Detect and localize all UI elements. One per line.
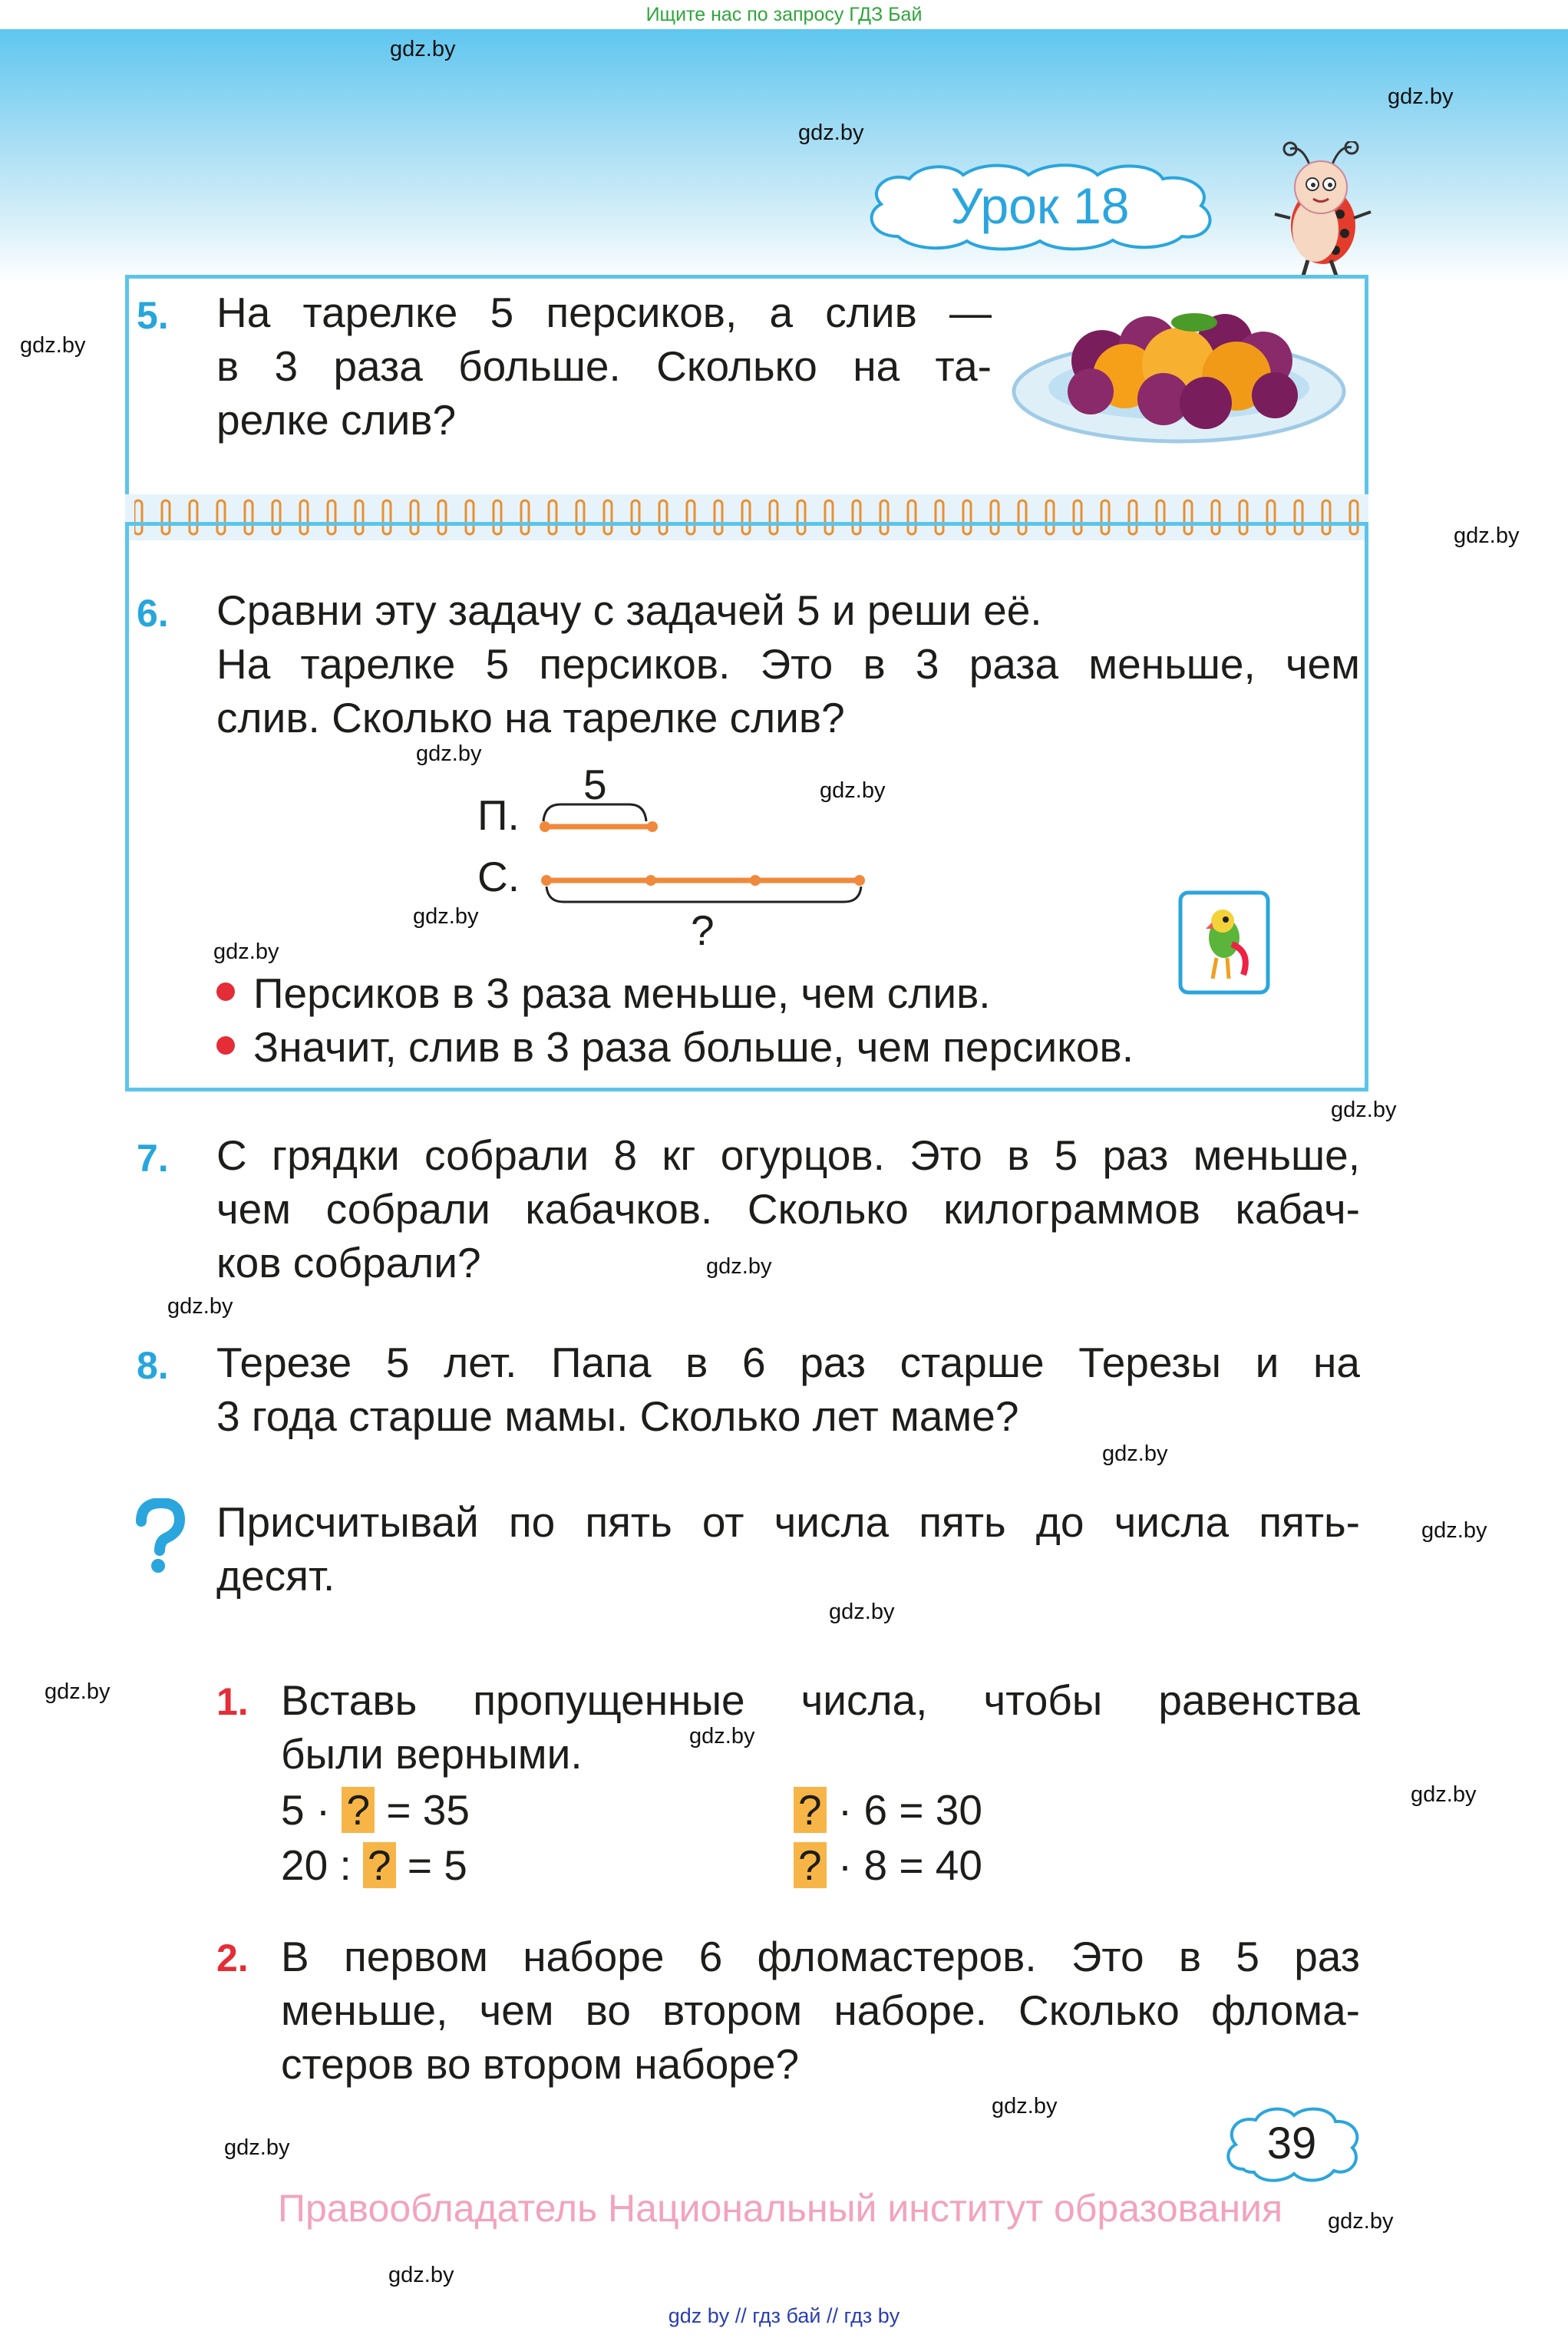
task-5-number: 5. [137,294,169,337]
watermark: gdz.by [1454,523,1520,548]
task-8-line: 3 года старше мамы. Сколько лет маме? [216,1392,1019,1440]
task-8-number: 8. [137,1344,169,1387]
task-5-line: релке слив? [216,396,457,444]
segment-diagram [540,803,865,903]
task-6-box [125,522,1368,1091]
riddle-text: Присчитывай по пять от числа пять до чис… [216,1495,1360,1603]
task-7-line: чем собрали кабачков. Сколько килограммо… [216,1185,1360,1233]
equation-4: ? · 8 = 40 [794,1841,982,1890]
page-number-cloud: 39 [1220,2102,1363,2186]
review-1-line: Вставь пропущенные числа, чтобы равенств… [281,1676,1360,1724]
missing-number-box[interactable]: ? [342,1787,375,1833]
task-7-line: ков собрали? [216,1239,481,1286]
diagram-top-value: 5 [583,761,607,808]
watermark: gdz.by [992,2094,1058,2118]
review-1-text: Вставь пропущенные числа, чтобы равенств… [281,1673,1360,1781]
missing-number-box[interactable]: ? [794,1787,827,1833]
fruit-plate-image [1012,313,1346,444]
watermark: gdz.by [706,1254,772,1279]
watermark: gdz.by [1388,84,1454,109]
watermark: gdz.by [416,741,482,766]
cloud-icon [1226,2107,1359,2182]
ladybug-mascot-icon [1274,141,1372,276]
top-banner[interactable]: Ищите нас по запросу ГДЗ Бай [645,4,923,25]
task-8-text: Терезе 5 лет. Папа в 6 раз старше Терезы… [216,1336,1360,1443]
review-2-line: меньше, чем во втором наборе. Сколько фл… [281,1986,1360,2034]
task-6-text: Сравни эту задачу с задачей 5 и реши её.… [216,583,1360,745]
watermark: gdz.by [1331,1098,1397,1122]
watermark: gdz.by [213,939,279,964]
diagram-label-plums: С. [477,853,520,900]
review-2-line: В первом наборе 6 фломастеров. Это в 5 р… [281,1933,1360,1980]
review-2-number: 2. [216,1937,249,1980]
bottom-links[interactable]: gdz by // гдз бай // гдз by [668,2304,900,2327]
copyright: Правообладатель Национальный институт об… [278,2187,1283,2230]
review-2-text: В первом наборе 6 фломастеров. Это в 5 р… [281,1930,1360,2091]
task-7-text: С грядки собрали 8 кг огурцов. Это в 5 р… [216,1128,1360,1290]
diagram-bottom-value: ? [691,906,715,954]
bullet-dot-icon [216,982,235,1002]
task-7-line: С грядки собрали 8 кг огурцов. Это в 5 р… [216,1131,1360,1179]
watermark: gdz.by [820,778,886,803]
watermark: gdz.by [689,1724,755,1749]
watermark: gdz.by [1102,1441,1168,1466]
task-6-bullet: Персиков в 3 раза меньше, чем слив. [216,969,991,1018]
watermark: gdz.by [829,1600,895,1624]
missing-number-box[interactable]: ? [363,1842,396,1888]
task-5-text: На тарелке 5 персиков, а слив — в 3 раза… [216,286,992,447]
lesson-title-cloud: Урок 18 [860,160,1220,252]
review-section-border [137,1644,823,2115]
watermark: gdz.by [413,904,479,929]
watermark: gdz.by [390,37,456,61]
diagram-label-peaches: П. [477,791,520,839]
task-5-line: На тарелке 5 персиков, а слив — [216,289,992,336]
watermark: gdz.by [20,333,86,358]
watermark: gdz.by [224,2135,290,2160]
equation-3: ? · 6 = 30 [794,1785,982,1834]
watermark: gdz.by [1421,1518,1487,1543]
watermark: gdz.by [167,1294,233,1319]
equation-2: 20 : ? = 5 [281,1841,467,1889]
task-6-bullet: Значит, слив в 3 раза больше, чем персик… [216,1022,1134,1072]
task-8-line: Терезе 5 лет. Папа в 6 раз старше Терезы… [216,1339,1360,1386]
watermark: gdz.by [1411,1782,1477,1807]
task-6-number: 6. [137,592,169,635]
task-6-line: Сравни эту задачу с задачей 5 и реши её. [216,586,1042,634]
task-6-line: слив. Сколько на тарелке слив? [216,694,845,741]
bullet-dot-icon [216,1036,235,1055]
task-6-line: На тарелке 5 персиков. Это в 3 раза мень… [216,640,1360,688]
parrot-hint-icon[interactable] [1178,890,1270,995]
riddle-line: десят. [216,1552,335,1600]
page-number: 39 [1266,2118,1317,2168]
lesson-title: Урок 18 [950,177,1130,234]
missing-number-box[interactable]: ? [794,1842,827,1888]
watermark: gdz.by [1328,2209,1394,2234]
task-5-line: в 3 раза больше. Сколько на та- [216,342,992,390]
question-mark-icon [136,1498,186,1573]
review-2-line: стеров во втором наборе? [281,2040,800,2088]
riddle-line: Присчитывай по пять от числа пять до чис… [216,1498,1360,1546]
watermark: gdz.by [798,121,864,145]
spiral-binding [125,494,1368,540]
review-1-number: 1. [216,1680,249,1723]
task-7-number: 7. [137,1137,169,1180]
watermark: gdz.by [388,2263,454,2287]
cloud-icon [870,163,1212,251]
review-1-line: были верными. [281,1730,583,1778]
watermark: gdz.by [45,1679,111,1704]
equation-1: 5 · ? = 35 [281,1786,470,1834]
